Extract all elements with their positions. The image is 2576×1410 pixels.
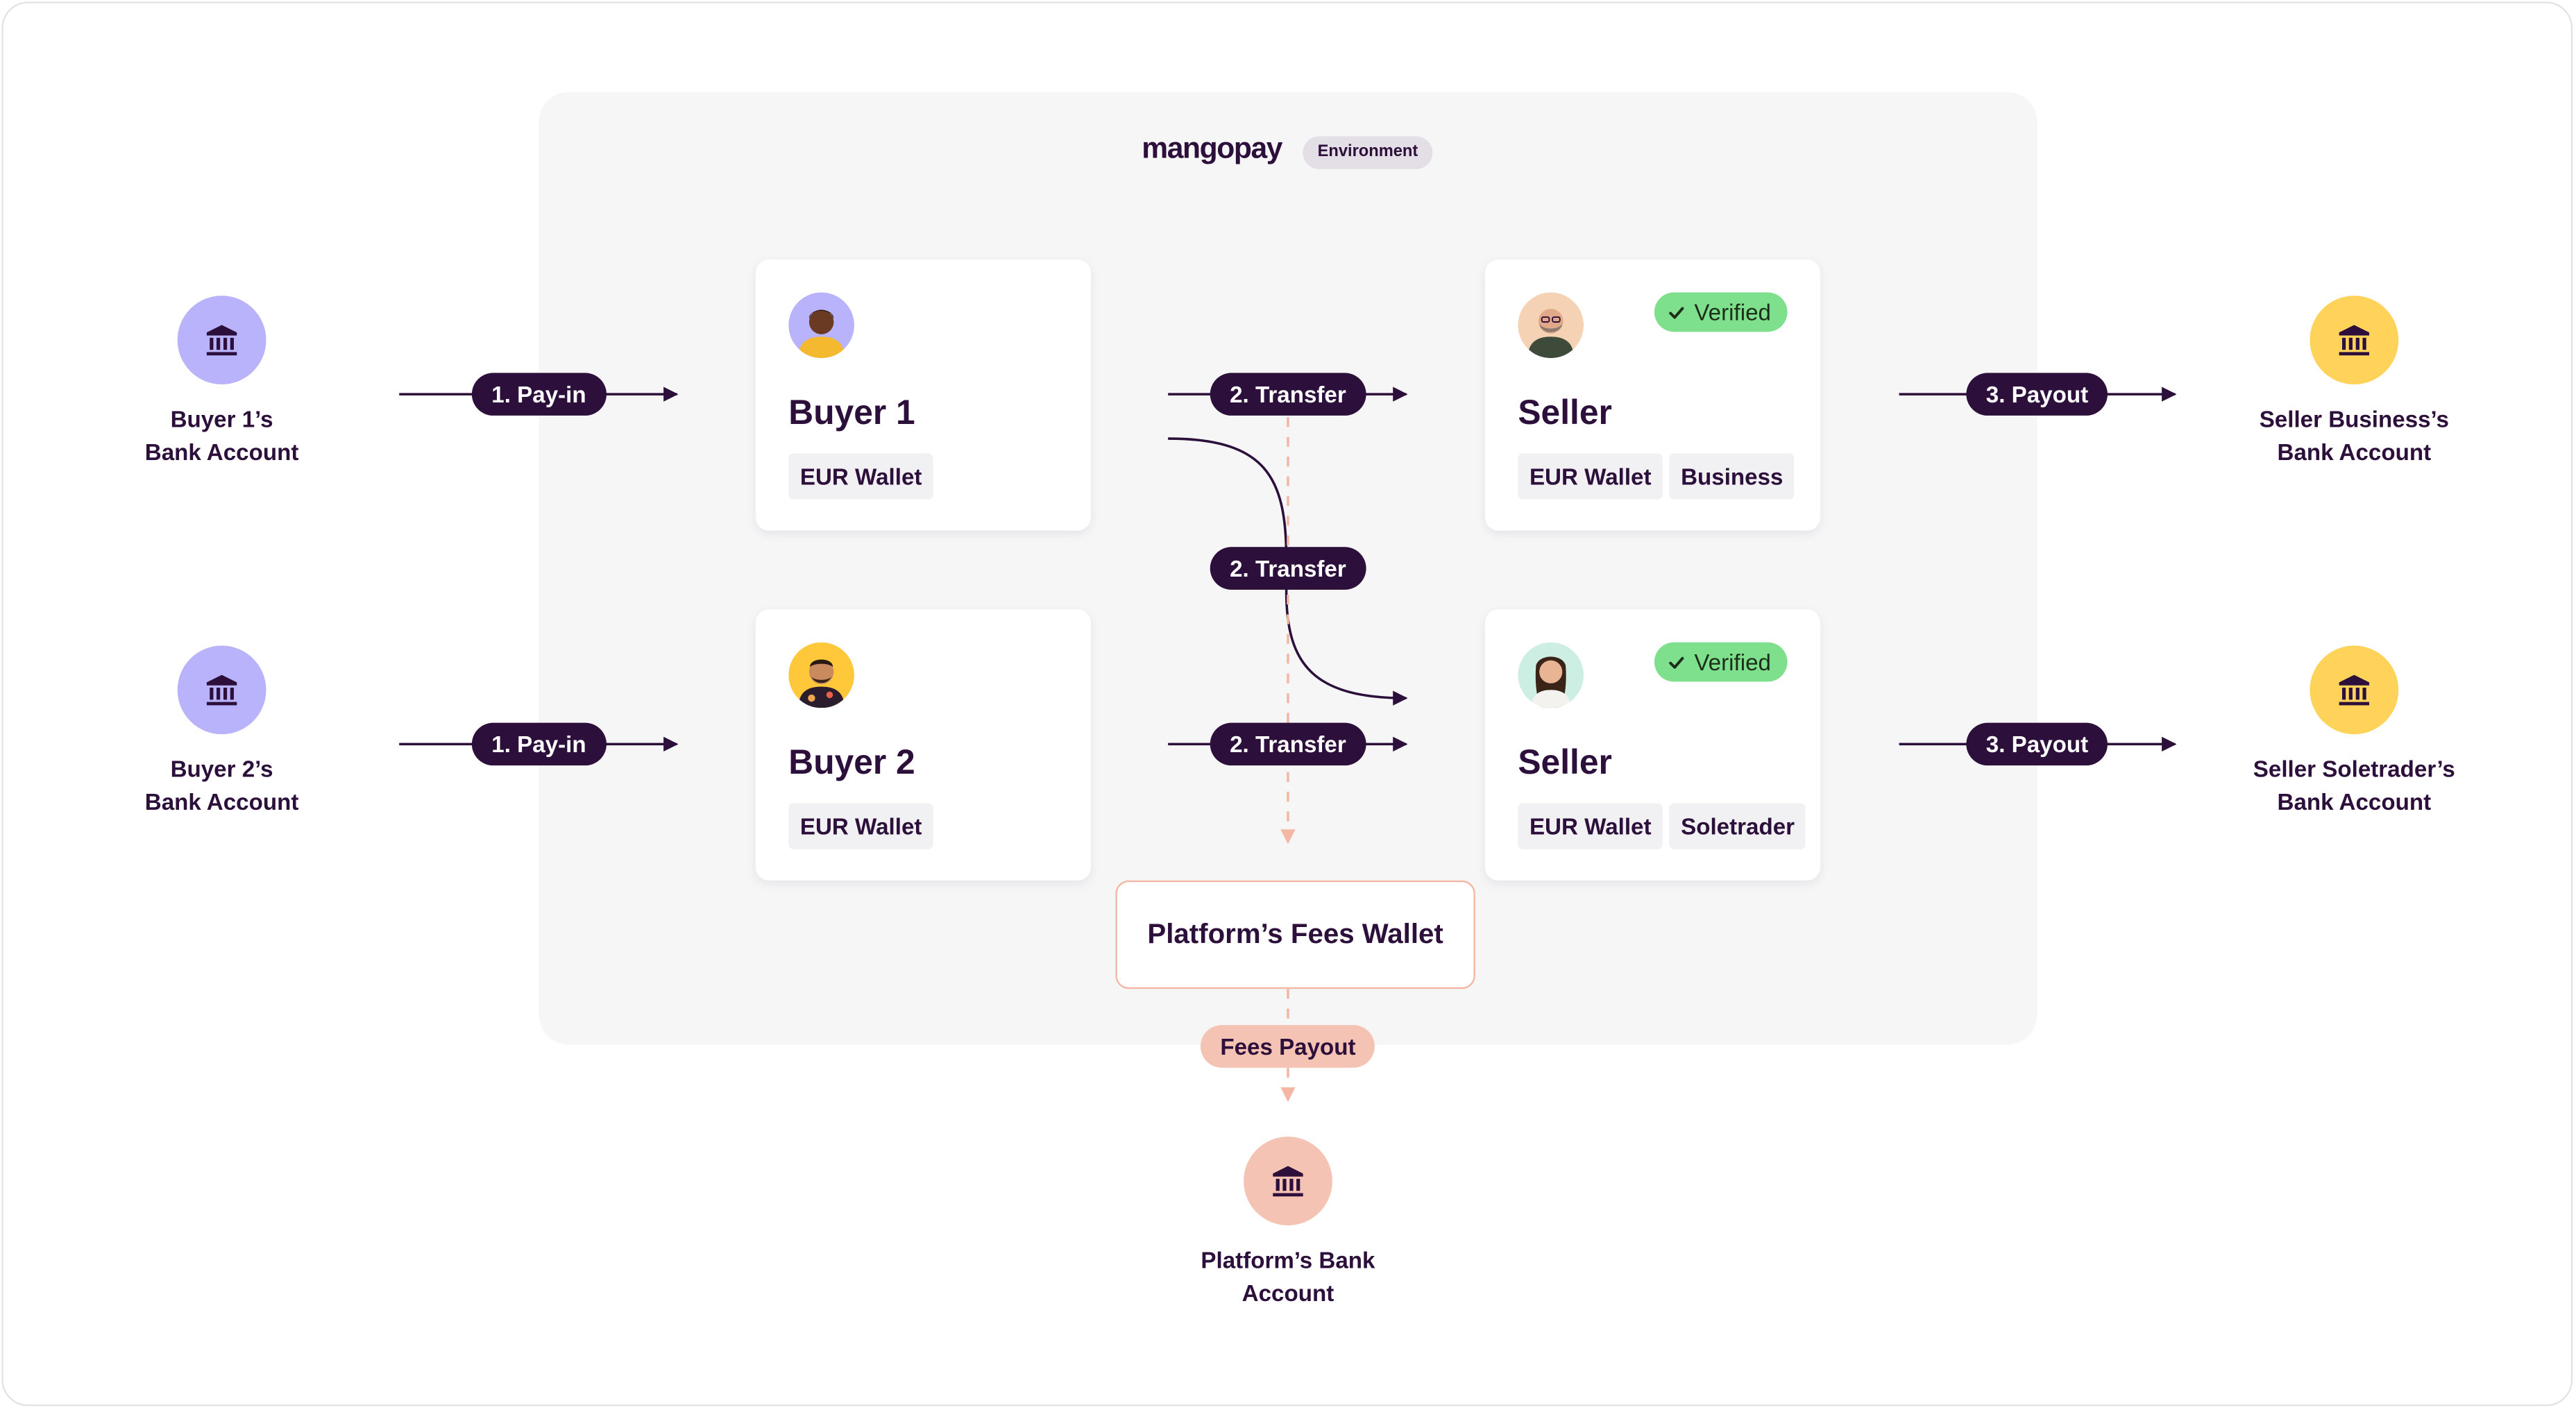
buyer-2-card: Buyer 2 EUR Wallet bbox=[755, 609, 1091, 881]
buyer-2-title: Buyer 2 bbox=[788, 744, 915, 782]
seller-soletrader-tags: EUR Wallet Soletrader bbox=[1518, 803, 1806, 849]
seller-business-avatar bbox=[1518, 292, 1584, 359]
seller-soletrader-wallet-tag: EUR Wallet bbox=[1518, 803, 1663, 849]
bank-icon bbox=[1273, 1166, 1303, 1197]
platform-bank-label: Platform’s Bank Account bbox=[1149, 1243, 1427, 1309]
seller-business-verified-badge: Verified bbox=[1654, 292, 1788, 332]
seller-business-bank-label-line1: Seller Business’s bbox=[2259, 405, 2449, 432]
buyer-2-bank-label-line2: Bank Account bbox=[144, 788, 299, 815]
buyer-1-wallet-tag: EUR Wallet bbox=[788, 453, 933, 500]
buyer-1-bank-label-line1: Buyer 1’s bbox=[170, 405, 273, 432]
seller-business-title: Seller bbox=[1518, 394, 1612, 432]
seller-business-wallet-tag: EUR Wallet bbox=[1518, 453, 1663, 500]
buyer-1-avatar bbox=[788, 292, 854, 359]
environment-badge: Environment bbox=[1303, 136, 1433, 169]
platform-bank-label-line1: Platform’s Bank bbox=[1201, 1246, 1375, 1273]
seller-business-card: Verified Seller EUR Wallet Business bbox=[1485, 260, 1820, 531]
buyer-1-tags: EUR Wallet bbox=[788, 453, 933, 500]
seller-soletrader-bank-label-line2: Bank Account bbox=[2277, 788, 2432, 815]
buyer-1-card: Buyer 1 EUR Wallet bbox=[755, 260, 1091, 531]
buyer-2-wallet-tag: EUR Wallet bbox=[788, 803, 933, 849]
seller-soletrader-card: Verified Seller EUR Wallet Soletrader bbox=[1485, 609, 1820, 881]
seller-business-type-tag: Business bbox=[1669, 453, 1795, 500]
platform-bank-node bbox=[1244, 1137, 1332, 1226]
seller-soletrader-verified-badge: Verified bbox=[1654, 642, 1788, 682]
mangopay-logo: mangopay bbox=[1142, 131, 1282, 164]
payin-2-pill: 1. Pay-in bbox=[471, 722, 607, 766]
seller-business-bank-label: Seller Business’s Bank Account bbox=[2214, 402, 2493, 468]
bank-icon bbox=[2339, 325, 2370, 356]
seller-business-verified-label: Verified bbox=[1694, 298, 1771, 325]
platform-fees-wallet-card: Platform’s Fees Wallet bbox=[1115, 880, 1475, 989]
buyer-1-title: Buyer 1 bbox=[788, 394, 915, 432]
bank-icon bbox=[206, 325, 237, 356]
seller-soletrader-verified-label: Verified bbox=[1694, 649, 1771, 675]
payout-2-pill: 3. Payout bbox=[1966, 722, 2108, 766]
buyer-2-bank-label-line1: Buyer 2’s bbox=[170, 755, 273, 782]
buyer-1-bank-label-line2: Bank Account bbox=[144, 439, 299, 465]
bank-icon bbox=[206, 674, 237, 706]
seller-soletrader-type-tag: Soletrader bbox=[1669, 803, 1806, 849]
bank-icon bbox=[2339, 674, 2370, 706]
transfer-top-pill: 2. Transfer bbox=[1210, 373, 1366, 416]
fees-payout-pill: Fees Payout bbox=[1200, 1025, 1376, 1068]
platform-fees-wallet-title: Platform’s Fees Wallet bbox=[1147, 918, 1443, 950]
checkmark-icon bbox=[1669, 306, 1685, 318]
transfer-cross-pill: 2. Transfer bbox=[1210, 547, 1366, 590]
transfer-bottom-pill: 2. Transfer bbox=[1210, 722, 1366, 766]
buyer-2-avatar bbox=[788, 642, 854, 708]
seller-business-bank-label-line2: Bank Account bbox=[2277, 439, 2432, 465]
seller-soletrader-bank-label-line1: Seller Soletrader’s bbox=[2253, 755, 2455, 782]
seller-soletrader-bank-label: Seller Soletrader’s Bank Account bbox=[2214, 752, 2493, 818]
buyer-1-bank-label: Buyer 1’s Bank Account bbox=[82, 402, 361, 468]
seller-soletrader-title: Seller bbox=[1518, 744, 1612, 782]
buyer-2-tags: EUR Wallet bbox=[788, 803, 933, 849]
seller-business-bank-node bbox=[2310, 296, 2399, 384]
checkmark-icon bbox=[1669, 656, 1685, 668]
buyer-1-bank-node bbox=[177, 296, 266, 384]
buyer-2-bank-node bbox=[177, 645, 266, 735]
buyer-2-bank-label: Buyer 2’s Bank Account bbox=[82, 752, 361, 818]
platform-bank-label-line2: Account bbox=[1242, 1280, 1334, 1307]
seller-business-tags: EUR Wallet Business bbox=[1518, 453, 1795, 500]
payin-1-pill: 1. Pay-in bbox=[471, 373, 607, 416]
payout-1-pill: 3. Payout bbox=[1966, 373, 2108, 416]
seller-soletrader-avatar bbox=[1518, 642, 1584, 708]
seller-soletrader-bank-node bbox=[2310, 645, 2399, 735]
